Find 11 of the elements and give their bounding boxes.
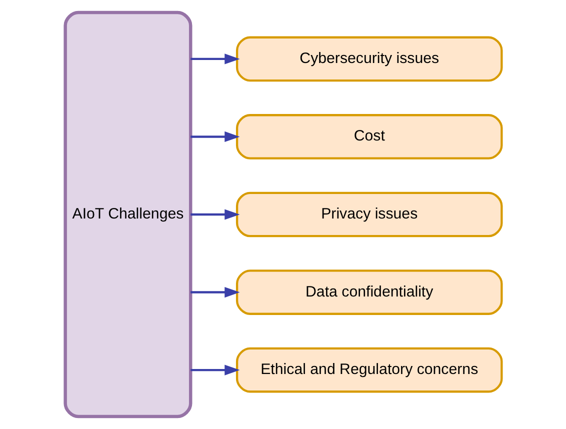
arrow <box>190 364 240 376</box>
arrow <box>190 54 240 64</box>
node-box: Data confidentiality <box>235 270 502 315</box>
arrow <box>190 209 240 220</box>
node-box: AIoT Challenges <box>63 10 192 418</box>
node-box: Privacy issues <box>235 192 502 238</box>
node-box: Cost <box>235 114 502 160</box>
node-box: Ethical and Regulatory concerns <box>235 347 502 393</box>
arrow <box>190 286 240 298</box>
node-box: Cybersecurity issues <box>235 36 502 82</box>
arrow <box>190 131 240 142</box>
